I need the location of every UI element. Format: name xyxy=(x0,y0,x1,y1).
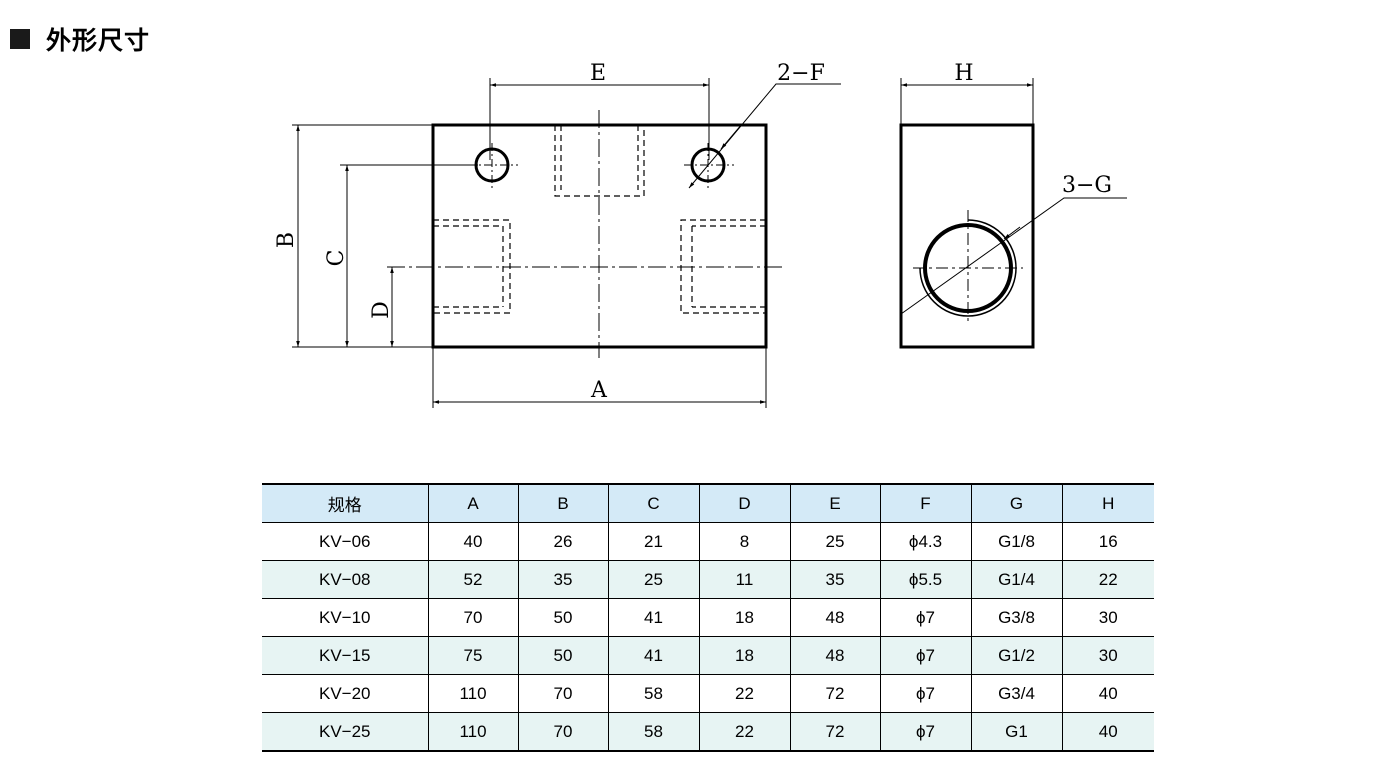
table-cell: 22 xyxy=(698,712,791,751)
table-row: KV−08 52 35 25 11 35 ϕ5.5 G1/4 22 xyxy=(262,560,1154,599)
table-cell: G1/2 xyxy=(970,636,1063,675)
label-h: H xyxy=(954,61,973,86)
side-view xyxy=(899,78,1127,349)
table-cell: 58 xyxy=(607,712,700,751)
port-thread-arc xyxy=(919,219,1017,317)
table-cell: 70 xyxy=(427,598,519,637)
table-cell: 70 xyxy=(517,712,609,751)
table-cell: 110 xyxy=(427,712,519,751)
label-c: C xyxy=(324,250,349,267)
table-cell: G1/8 xyxy=(970,522,1063,561)
section-title: 外形尺寸 xyxy=(46,26,151,55)
table-cell: 48 xyxy=(789,636,881,675)
spec-table: 规格 A B C D E F G H KV−06 40 26 21 8 25 ϕ… xyxy=(262,483,1154,752)
table-cell: ϕ4.3 xyxy=(879,522,972,561)
label-b: B xyxy=(274,232,299,248)
hidden-top-port xyxy=(554,125,645,197)
table-row: KV−20 110 70 58 22 72 ϕ7 G3/4 40 xyxy=(262,674,1154,713)
table-cell: 8 xyxy=(698,522,791,561)
label-a: A xyxy=(590,378,608,403)
table-cell: KV−06 xyxy=(262,522,429,561)
table-cell: 25 xyxy=(607,560,700,599)
table-cell: G1/4 xyxy=(970,560,1063,599)
table-cell: 41 xyxy=(607,636,700,675)
table-cell: ϕ7 xyxy=(879,636,972,675)
header-cell: C xyxy=(607,484,700,523)
front-view xyxy=(387,110,785,358)
table-cell: 72 xyxy=(789,712,881,751)
table-cell: KV−15 xyxy=(262,636,429,675)
table-cell: 52 xyxy=(427,560,519,599)
header-cell: E xyxy=(789,484,881,523)
table-row: KV−10 70 50 41 18 48 ϕ7 G3/8 30 xyxy=(262,598,1154,637)
table-cell: 50 xyxy=(517,598,609,637)
table-cell: 22 xyxy=(698,674,791,713)
header-cell: D xyxy=(698,484,791,523)
table-cell: ϕ7 xyxy=(879,598,972,637)
table-cell: G3/4 xyxy=(970,674,1063,713)
table-cell: KV−08 xyxy=(262,560,429,599)
label-d: D xyxy=(369,301,394,319)
header-cell: 规格 xyxy=(262,484,429,523)
table-cell: 25 xyxy=(789,522,881,561)
table-cell: KV−25 xyxy=(262,712,429,751)
label-f: 2−F xyxy=(777,61,825,86)
table-cell: 70 xyxy=(517,674,609,713)
table-cell: 18 xyxy=(698,598,791,637)
table-cell: G1 xyxy=(970,712,1063,751)
table-cell: 21 xyxy=(607,522,700,561)
table-cell: 40 xyxy=(427,522,519,561)
header-cell: A xyxy=(427,484,519,523)
table-cell: 110 xyxy=(427,674,519,713)
table-cell: KV−20 xyxy=(262,674,429,713)
table-cell: 26 xyxy=(517,522,609,561)
section-heading: 外形尺寸 xyxy=(10,22,150,56)
table-cell: 50 xyxy=(517,636,609,675)
table-row: KV−15 75 50 41 18 48 ϕ7 G1/2 30 xyxy=(262,636,1154,675)
table-cell: 75 xyxy=(427,636,519,675)
header-cell: F xyxy=(879,484,972,523)
table-cell: ϕ5.5 xyxy=(879,560,972,599)
table-cell: 72 xyxy=(789,674,881,713)
table-cell: 40 xyxy=(1061,674,1154,713)
dimension-drawing: E 2−F H 3−G A B C D xyxy=(274,61,1127,408)
leader-line-f xyxy=(688,83,841,189)
table-cell: 30 xyxy=(1061,598,1154,637)
table-cell: ϕ7 xyxy=(879,712,972,751)
table-cell: 35 xyxy=(789,560,881,599)
side-body-outline xyxy=(899,123,1035,349)
label-e: E xyxy=(590,61,606,86)
header-cell: B xyxy=(517,484,609,523)
table-cell: 11 xyxy=(698,560,791,599)
header-cell: G xyxy=(970,484,1063,523)
front-dimensions xyxy=(292,78,841,408)
header-cell: H xyxy=(1061,484,1154,523)
table-cell: ϕ7 xyxy=(879,674,972,713)
table-row: KV−06 40 26 21 8 25 ϕ4.3 G1/8 16 xyxy=(262,522,1154,561)
table-header-row: 规格 A B C D E F G H xyxy=(262,484,1154,523)
label-g: 3−G xyxy=(1062,173,1112,198)
square-bullet-icon xyxy=(10,29,30,49)
table-cell: 58 xyxy=(607,674,700,713)
table-cell: 48 xyxy=(789,598,881,637)
table-cell: 22 xyxy=(1061,560,1154,599)
table-cell: 41 xyxy=(607,598,700,637)
table-cell: KV−10 xyxy=(262,598,429,637)
table-row: KV−25 110 70 58 22 72 ϕ7 G1 40 xyxy=(262,712,1154,751)
table-cell: G3/8 xyxy=(970,598,1063,637)
table-cell: 40 xyxy=(1061,712,1154,751)
leader-line-g xyxy=(900,197,1127,315)
table-cell: 35 xyxy=(517,560,609,599)
table-cell: 30 xyxy=(1061,636,1154,675)
table-cell: 16 xyxy=(1061,522,1154,561)
table-cell: 18 xyxy=(698,636,791,675)
